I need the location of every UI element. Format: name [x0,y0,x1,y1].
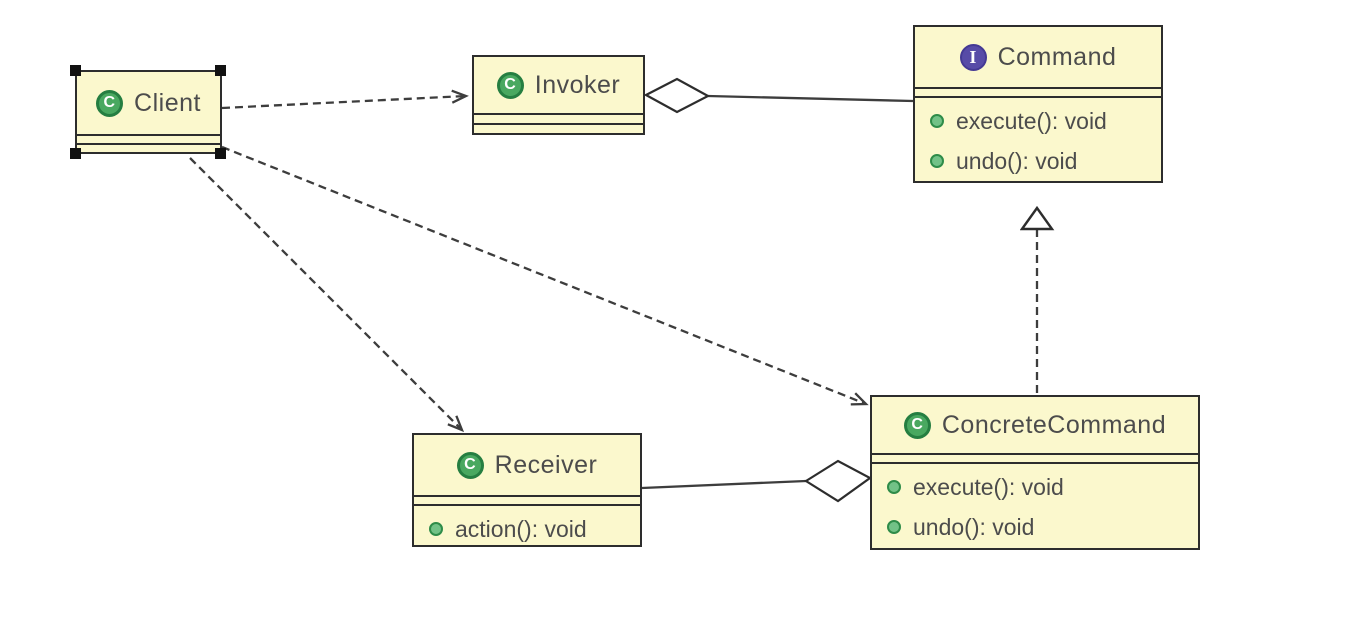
class-title-invoker: C Invoker [474,57,643,113]
class-name-receiver: Receiver [494,450,598,479]
selection-handle-top-right[interactable] [215,65,226,76]
class-title-receiver: C Receiver [414,435,640,495]
public-method-icon [930,154,944,168]
method-row[interactable]: execute(): void [872,467,1198,507]
class-icon: C [903,411,931,439]
dependency-client-invoker[interactable] [221,89,469,110]
method-row[interactable]: execute(): void [915,101,1161,141]
interface-box-command[interactable]: I Command execute(): void undo(): void [913,25,1163,183]
class-box-concretecommand[interactable]: C ConcreteCommand execute(): void undo()… [870,395,1200,550]
methods-compartment-empty [474,123,643,133]
class-name-invoker: Invoker [534,70,621,99]
method-row[interactable]: undo(): void [872,507,1198,547]
methods-compartment: action(): void [414,504,640,549]
class-box-receiver[interactable]: C Receiver action(): void [412,433,642,547]
dependency-client-receiver[interactable] [189,157,465,433]
method-label: action(): void [455,515,587,542]
method-label: execute(): void [956,107,1107,134]
class-icon: C [96,89,124,117]
class-name-concretecommand: ConcreteCommand [941,410,1167,439]
methods-compartment: execute(): void undo(): void [915,96,1161,181]
interface-name-command: Command [997,42,1117,71]
class-name-client: Client [134,88,201,117]
methods-compartment: execute(): void undo(): void [872,462,1198,547]
aggregation-invoker-command[interactable] [707,94,914,103]
class-box-invoker[interactable]: C Invoker [472,55,645,135]
interface-title-command: I Command [915,27,1161,87]
class-icon: C [456,451,484,479]
method-label: execute(): void [913,473,1064,500]
aggregation-receiver-concretecommand[interactable] [641,479,807,490]
aggregation-diamond-invoker[interactable] [643,77,711,114]
method-label: undo(): void [956,147,1078,174]
class-title-concretecommand: C ConcreteCommand [872,397,1198,453]
public-method-icon [887,520,901,534]
attributes-compartment-empty [915,87,1161,96]
public-method-icon [887,480,901,494]
class-title-client: C Client [77,72,220,134]
selection-handle-top-left[interactable] [70,65,81,76]
method-row[interactable]: undo(): void [915,141,1161,181]
attributes-compartment-empty [77,134,220,143]
public-method-icon [930,114,944,128]
selection-handle-bottom-right[interactable] [215,148,226,159]
dependency-client-concretecommand[interactable] [221,145,869,406]
methods-compartment-empty [77,143,220,152]
public-method-icon [429,522,443,536]
selection-handle-bottom-left[interactable] [70,148,81,159]
interface-icon: I [959,43,987,71]
attributes-compartment-empty [414,495,640,504]
method-row[interactable]: action(): void [414,509,640,549]
attributes-compartment-empty [474,113,643,123]
attributes-compartment-empty [872,453,1198,462]
class-box-client[interactable]: C Client [75,70,222,154]
method-label: undo(): void [913,513,1035,540]
aggregation-diamond-concretecommand[interactable] [803,459,873,503]
class-icon: C [496,71,524,99]
